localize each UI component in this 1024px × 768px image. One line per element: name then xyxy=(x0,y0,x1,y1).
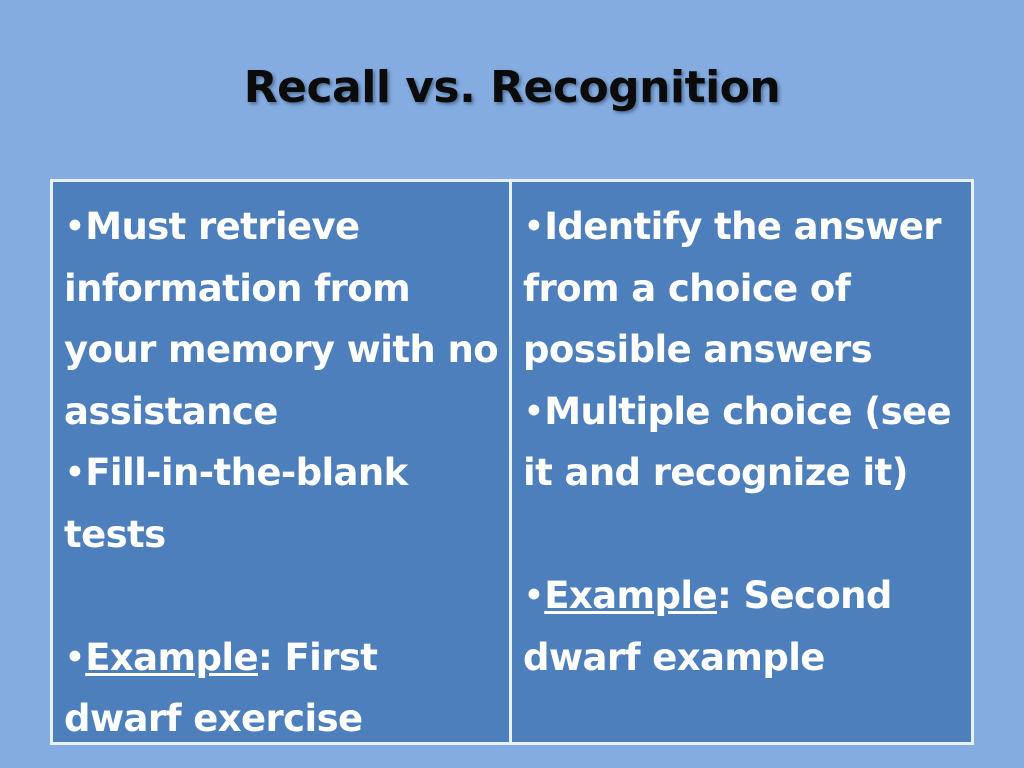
spacer xyxy=(64,565,501,627)
example-text: Second dwarf example xyxy=(523,574,892,679)
bullet-icon: • xyxy=(64,205,86,248)
recall-column: •Must retrieve information from your mem… xyxy=(53,182,512,742)
bullet-icon: • xyxy=(523,205,545,248)
list-item: •Fill-in-the-blank tests xyxy=(64,442,501,565)
bullet-icon: • xyxy=(523,574,545,617)
example-text: First dwarf exercise xyxy=(64,635,378,741)
recognition-item-text: Identify the answer from a choice of pos… xyxy=(523,205,941,371)
recognition-item-text: Multiple choice (see it and recognize it… xyxy=(523,389,952,495)
slide-title: Recall vs. Recognition xyxy=(243,62,781,113)
bullet-icon: • xyxy=(523,389,545,433)
example-separator: : xyxy=(716,574,732,617)
bullet-icon: • xyxy=(64,451,86,494)
recall-item-text: Must retrieve information from your memo… xyxy=(64,205,499,433)
spacer xyxy=(523,504,963,566)
recognition-column: •Identify the answer from a choice of po… xyxy=(512,182,971,742)
recognition-example: •Example: Second dwarf example xyxy=(523,565,963,688)
comparison-table: •Must retrieve information from your mem… xyxy=(50,179,974,745)
list-item: •Must retrieve information from your mem… xyxy=(64,196,501,442)
recall-item-text: Fill-in-the-blank tests xyxy=(64,451,408,556)
example-separator: : xyxy=(257,635,273,679)
example-label: Example xyxy=(85,635,258,679)
list-item: •Identify the answer from a choice of po… xyxy=(523,196,963,381)
recall-bullet-list: •Must retrieve information from your mem… xyxy=(64,196,501,565)
list-item: •Multiple choice (see it and recognize i… xyxy=(523,381,963,504)
bullet-icon: • xyxy=(64,635,86,679)
recognition-bullet-list: •Identify the answer from a choice of po… xyxy=(523,196,963,504)
recall-example: •Example: First dwarf exercise xyxy=(64,627,501,750)
example-label: Example xyxy=(544,574,717,617)
